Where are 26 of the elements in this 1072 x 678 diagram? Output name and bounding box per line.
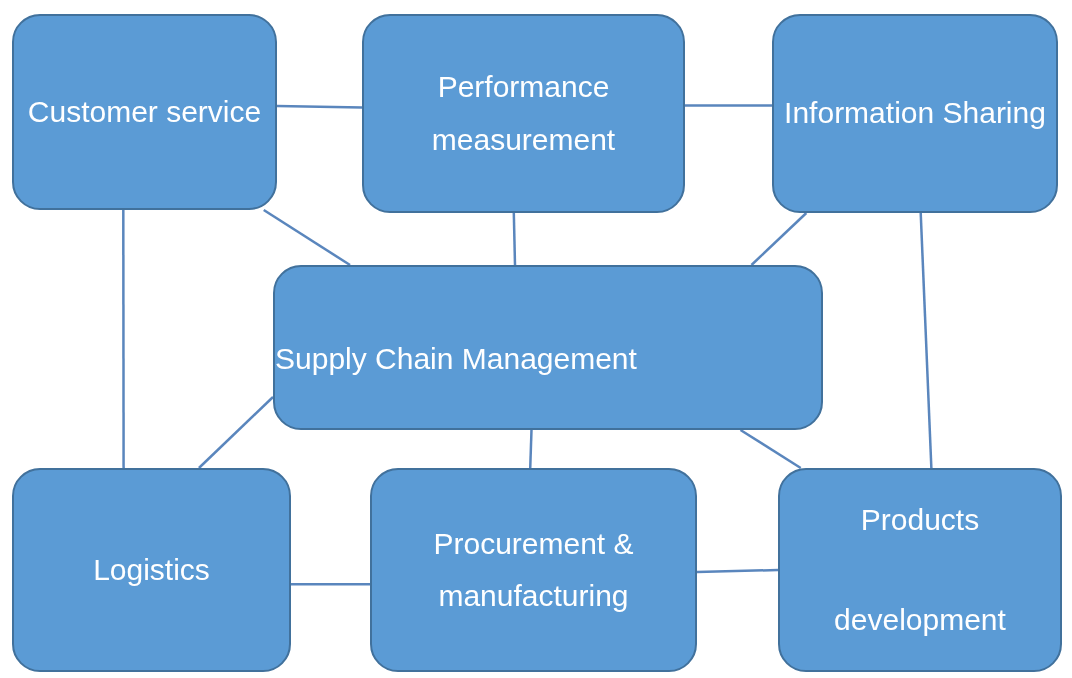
connector-line <box>122 210 125 468</box>
process-box <box>778 468 1062 672</box>
connector-line <box>276 104 363 109</box>
process-box <box>370 468 697 672</box>
connector-line <box>529 429 533 469</box>
connector-line <box>750 212 808 266</box>
box-label: Logistics <box>93 551 210 588</box>
connector-line <box>739 428 802 470</box>
box-label: Performance measurement <box>430 69 617 158</box>
connector-line <box>291 583 370 586</box>
process-box <box>12 468 291 672</box>
connector-line <box>263 208 351 267</box>
connector-line <box>919 212 933 469</box>
connector-line <box>696 568 779 574</box>
connector-line <box>685 104 772 107</box>
connector-line <box>512 212 517 266</box>
box-label: Supply Chain Management <box>275 341 637 378</box>
box-label: Customer service <box>27 93 262 130</box>
process-box <box>772 14 1058 213</box>
connector-line <box>198 396 274 469</box>
process-box <box>12 14 277 210</box>
box-label: Procurement & manufacturing <box>432 525 635 614</box>
box-label: Information Sharing <box>784 95 1046 132</box>
process-box <box>362 14 685 213</box>
process-box <box>273 265 823 430</box>
box-label: Products development <box>833 502 1007 638</box>
